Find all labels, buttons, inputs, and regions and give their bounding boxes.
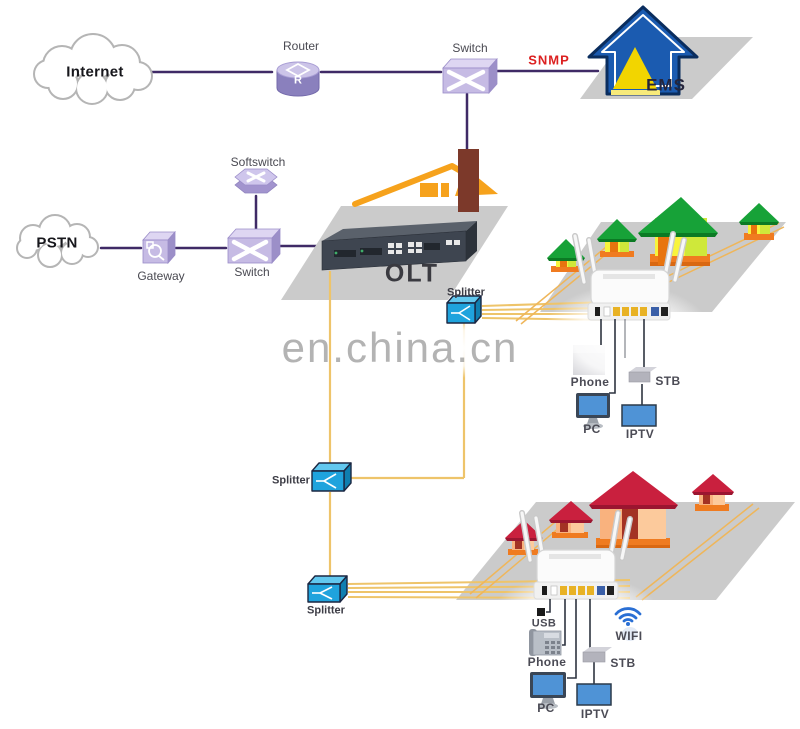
gateway-label: Gateway — [137, 269, 185, 283]
softswitch-label: Softswitch — [230, 155, 286, 169]
home2-pc-label: PC — [537, 701, 555, 715]
splitter-top-label: Splitter — [447, 286, 485, 299]
home1-iptv-icon — [621, 404, 657, 427]
softswitch-icon — [234, 168, 278, 194]
olt-ports — [334, 240, 460, 257]
router-label: Router — [282, 39, 320, 53]
router-icon — [276, 61, 320, 97]
splitter-mid-label: Splitter — [272, 474, 310, 487]
gateway-icon — [142, 230, 176, 265]
home1-router-ports — [595, 306, 668, 317]
home2-router-ports — [542, 585, 614, 596]
home1-stb-label: STB — [655, 374, 681, 388]
internet-label: Internet — [66, 63, 124, 81]
watermark: en.china.cn — [281, 324, 519, 371]
home1-iptv-label: IPTV — [625, 427, 655, 441]
home2-iptv-label: IPTV — [580, 707, 610, 721]
home2-usb-icon — [537, 608, 545, 616]
home1-pc-icon — [576, 393, 610, 429]
glow-home1 — [539, 284, 715, 396]
snmp-label: SNMP — [528, 52, 570, 68]
home2-iptv-icon — [576, 683, 612, 706]
home2-stb-label: STB — [610, 656, 636, 670]
home2-stb-icon — [582, 647, 612, 663]
olt-device-icon — [321, 221, 477, 271]
splitter-bottom-icon — [307, 575, 348, 603]
home2-usb-label: USB — [531, 617, 557, 630]
internet-cloud-icon — [33, 33, 153, 105]
home1-device-links — [600, 319, 645, 405]
router-letter: R — [294, 74, 302, 87]
fiber-links — [328, 271, 466, 577]
home1-router-icon — [587, 269, 671, 321]
switch-core-label: Switch — [234, 265, 270, 279]
home2-router-antennas — [519, 510, 633, 563]
splitter-bottom-label: Splitter — [307, 604, 345, 617]
home1-stb-icon — [628, 367, 657, 383]
home1-pc-label: PC — [583, 422, 601, 436]
switch-top-icon — [442, 57, 498, 95]
pstn-cloud-icon — [16, 214, 99, 268]
home2-phone-icon — [529, 629, 562, 656]
home2-router-icon — [533, 549, 619, 600]
ems-label: EMS — [646, 75, 686, 95]
home2-pc-icon — [530, 672, 566, 709]
chimney — [458, 149, 479, 212]
home2-wifi-label: WIFI — [615, 629, 643, 643]
home2-wifi-icon — [614, 607, 642, 641]
switch-top-label: Switch — [452, 41, 488, 55]
home2-phone-label: Phone — [527, 655, 567, 669]
splitter-mid-icon — [311, 462, 352, 492]
glow-splitter-top — [420, 318, 504, 378]
ems-house-icon — [587, 5, 699, 96]
home1-phone-label: Phone — [570, 375, 610, 389]
splitter-top-icon — [446, 295, 482, 324]
pstn-label: PSTN — [36, 234, 78, 252]
olt-label: OLT — [384, 259, 440, 288]
switch-core-icon — [227, 227, 281, 265]
home2-device-links — [546, 599, 595, 684]
